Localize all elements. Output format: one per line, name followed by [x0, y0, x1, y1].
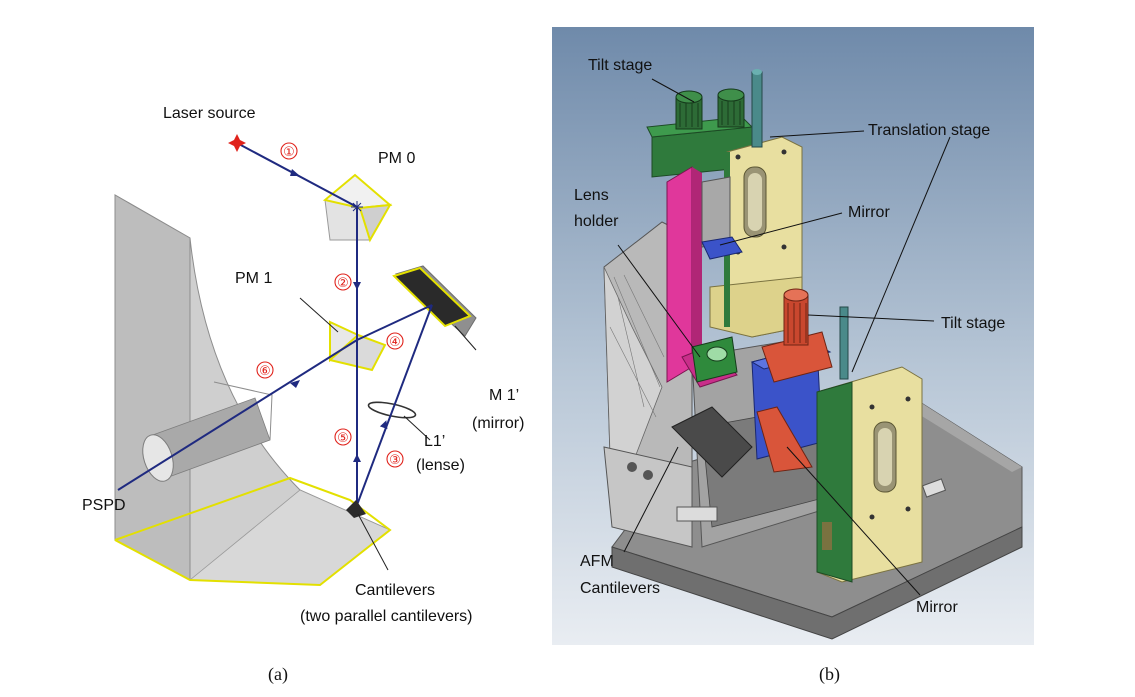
- tilt-stage-right: [761, 288, 849, 383]
- label-pspd: PSPD: [82, 497, 126, 514]
- label-l1: L1’: [424, 433, 445, 450]
- label-cantilevers-detail: (two parallel cantilevers): [300, 608, 473, 625]
- label-tilt-stage-right: Tilt stage: [941, 315, 1005, 332]
- panel-b-cad-render: Tilt stage Translation stage Lens holder…: [552, 27, 1034, 645]
- step-5: ⑤: [337, 431, 349, 446]
- label-mirror-top: Mirror: [848, 204, 890, 221]
- lens-ring: [691, 336, 738, 383]
- label-afm: AFM: [580, 553, 614, 570]
- label-m1: M 1’: [489, 387, 519, 404]
- m1-mirror: [392, 265, 477, 337]
- step-3: ③: [389, 453, 401, 468]
- caption-a: (a): [268, 664, 288, 684]
- step-6: ⑥: [259, 364, 271, 379]
- step-1: ①: [283, 145, 295, 160]
- label-l1-lense: (lense): [416, 457, 465, 474]
- label-holder: holder: [574, 213, 619, 230]
- label-pm1: PM 1: [235, 270, 272, 287]
- label-lens: Lens: [574, 187, 609, 204]
- leader-lines-b: [617, 78, 951, 596]
- label-pm0: PM 0: [378, 150, 415, 167]
- step-4: ④: [389, 335, 401, 350]
- label-mirror-bottom: Mirror: [916, 599, 958, 616]
- leader-lines: [299, 297, 477, 571]
- step-2: ②: [337, 276, 349, 291]
- labels-b: Tilt stage Translation stage Lens holder…: [574, 57, 1005, 616]
- mirror-block-upper: [701, 176, 743, 260]
- step-markers: ① ② ③ ④ ⑤ ⑥: [256, 142, 404, 468]
- spark-icon: [351, 201, 363, 213]
- label-m1-mirror: (mirror): [472, 415, 524, 432]
- caption-b: (b): [819, 664, 840, 684]
- label-laser-source: Laser source: [163, 105, 256, 122]
- laser-star-icon: [228, 134, 246, 152]
- detector-housing: [114, 194, 392, 587]
- beam-arrows: [290, 169, 388, 462]
- translation-stage-lower: [816, 366, 923, 583]
- label-cantilevers: Cantilevers: [355, 582, 435, 599]
- panel-a-diagram: ① ② ③ ④ ⑤ ⑥ Laser source PM 0 PM 1 M 1’ …: [82, 105, 524, 625]
- translation-stage-upper: [709, 69, 803, 338]
- label-tilt-stage-top: Tilt stage: [588, 57, 652, 74]
- label-translation-stage: Translation stage: [868, 122, 990, 139]
- cantilever-icon: [346, 500, 366, 518]
- label-afm-cantilevers: Cantilevers: [580, 580, 660, 597]
